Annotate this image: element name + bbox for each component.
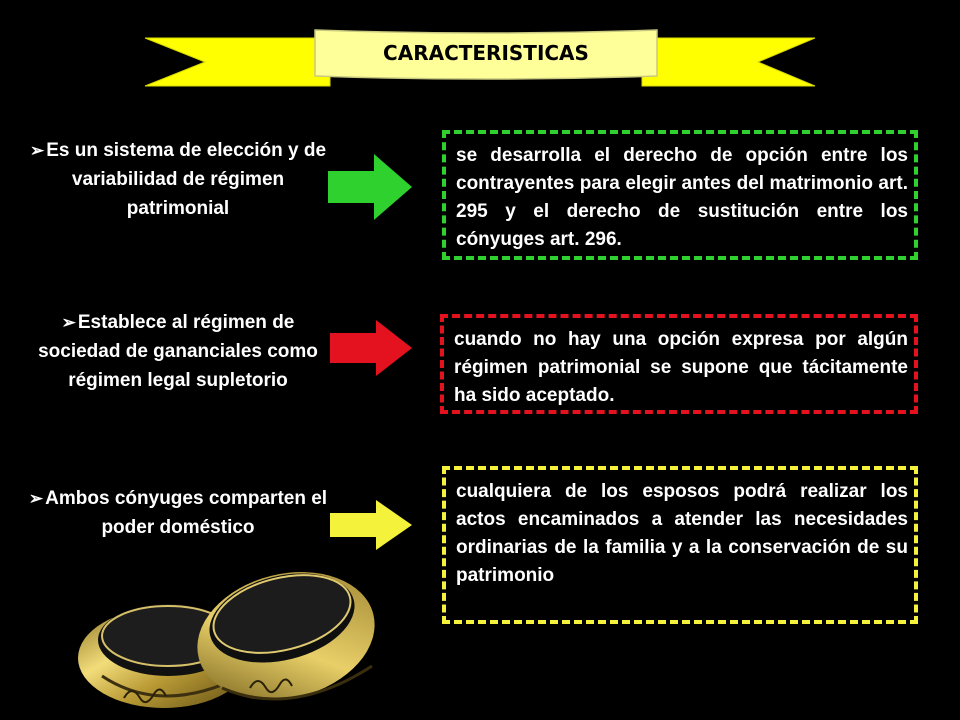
feature-2-text: ➢Establece al régimen de sociedad de gan… [28, 308, 328, 395]
red-arrow-icon [330, 320, 412, 376]
green-arrow-icon [328, 154, 412, 220]
yellow-arrow-icon [330, 500, 412, 550]
feature-1-label: Es un sistema de elección y de variabili… [46, 140, 327, 219]
feature-3-detail-box: cualquiera de los esposos podrá realizar… [442, 466, 918, 624]
feature-1-detail-box: se desarrolla el derecho de opción entre… [442, 130, 918, 260]
feature-1-detail: se desarrolla el derecho de opción entre… [456, 145, 908, 250]
feature-1-text: ➢Es un sistema de elección y de variabil… [28, 136, 328, 223]
ribbon-shape [144, 29, 816, 87]
feature-2-label: Establece al régimen de sociedad de gana… [38, 312, 318, 391]
page-title: CARACTERISTICAS [383, 41, 589, 65]
wedding-rings-image [78, 572, 375, 708]
feature-3-detail: cualquiera de los esposos podrá realizar… [456, 481, 908, 586]
feature-3-text: ➢Ambos cónyuges comparten el poder domés… [28, 484, 328, 542]
feature-2-detail-box: cuando no hay una opción expresa por alg… [440, 314, 918, 414]
bullet-arrow-icon: ➢ [28, 489, 44, 508]
bullet-arrow-icon: ➢ [61, 313, 76, 332]
bullet-arrow-icon: ➢ [29, 141, 45, 160]
feature-3-label: Ambos cónyuges comparten el poder domést… [45, 488, 328, 538]
feature-2-detail: cuando no hay una opción expresa por alg… [454, 329, 908, 406]
title-banner: CARACTERISTICAS [0, 0, 960, 110]
